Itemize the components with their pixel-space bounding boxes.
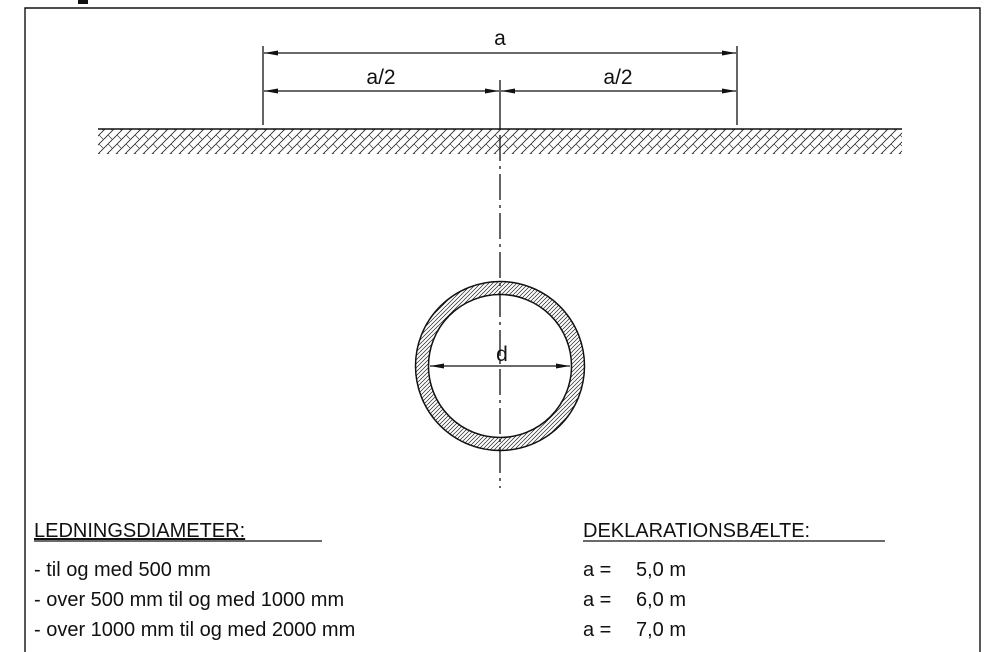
legend-row: - til og med 500 mm a = 5,0 m bbox=[34, 559, 686, 581]
legend-row-value: 5,0 m bbox=[636, 559, 686, 581]
drawing-frame bbox=[24, 7, 981, 652]
legend-row-value: 7,0 m bbox=[636, 619, 686, 641]
legend-row-diameter: - over 1000 mm til og med 2000 mm bbox=[34, 619, 355, 641]
legend-row-symbol: a = bbox=[583, 559, 611, 581]
dimension-label-diameter: d bbox=[496, 343, 508, 366]
legend-heading-diameter: LEDNINGSDIAMETER: bbox=[34, 520, 245, 542]
legend-row: - over 1000 mm til og med 2000 mm a = 7,… bbox=[34, 619, 686, 641]
dimension-label-left-half: a/2 bbox=[366, 66, 395, 89]
legend-row: - over 500 mm til og med 1000 mm a = 6,0… bbox=[34, 589, 686, 611]
legend-row-diameter: - over 500 mm til og med 1000 mm bbox=[34, 589, 344, 611]
pipe-outer-edge bbox=[414, 280, 586, 452]
legend-row-symbol: a = bbox=[583, 589, 611, 611]
legend-row-symbol: a = bbox=[583, 619, 611, 641]
page-title-fragment bbox=[78, 0, 88, 4]
legend-row-value: 6,0 m bbox=[636, 589, 686, 611]
legend-heading-easement: DEKLARATIONSBÆLTE: bbox=[583, 520, 810, 542]
pipe-inner-edge bbox=[427, 293, 573, 439]
dimension-label-right-half: a/2 bbox=[603, 66, 632, 89]
legend-row-diameter: - til og med 500 mm bbox=[34, 559, 211, 581]
pipe-wall bbox=[415, 281, 585, 451]
dimension-label-total: a bbox=[494, 27, 506, 50]
